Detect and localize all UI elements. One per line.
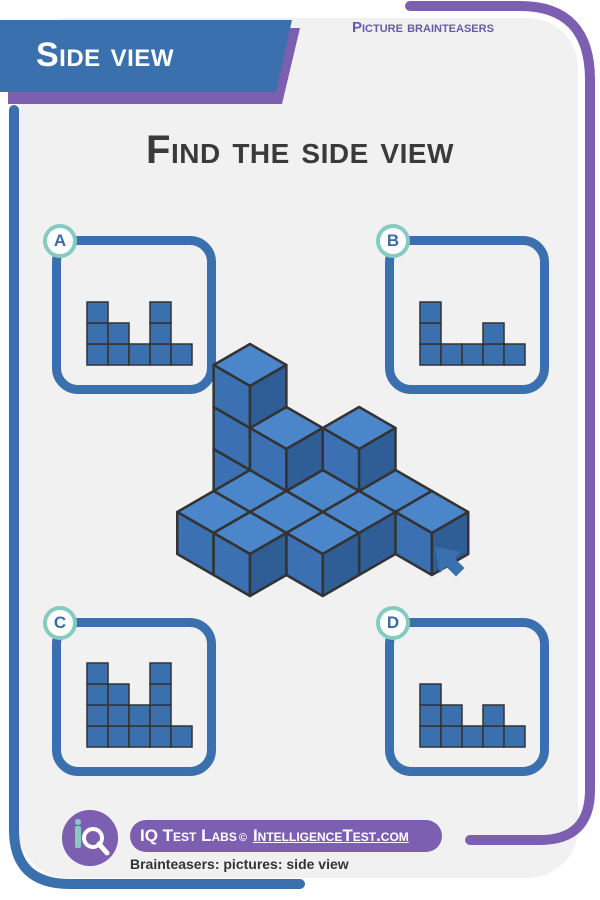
option-b-card[interactable] [385, 236, 549, 394]
grid-cell [107, 683, 130, 706]
cube-face [248, 363, 288, 430]
category-label: Picture brainteasers [352, 19, 494, 36]
iq-magnifier-icon [62, 810, 118, 866]
grid-cell [482, 704, 505, 727]
cube-face [248, 531, 288, 598]
grid-cell [86, 301, 109, 324]
grid-cell [86, 662, 109, 685]
grid-cell [170, 343, 193, 366]
option-b-grid [419, 301, 526, 366]
option-d-badge: D [376, 606, 410, 640]
grid-cell [440, 704, 463, 727]
option-a-badge: A [43, 224, 77, 258]
page-title: Find the side view [146, 128, 454, 172]
cube-face [357, 426, 397, 493]
grid-cell [149, 662, 172, 685]
grid-cell [419, 301, 442, 324]
grid-cell [419, 683, 442, 706]
grid-cell [107, 322, 130, 345]
option-d-grid [419, 683, 526, 748]
cube-face [321, 531, 361, 598]
grid-cell [503, 343, 526, 366]
option-c-grid [86, 662, 193, 748]
grid-cell [170, 725, 193, 748]
brand-name: IQ Test Labs [140, 826, 237, 845]
option-d-card[interactable] [385, 618, 549, 776]
option-c-badge: C [43, 606, 77, 640]
copyright-mark: © [238, 832, 247, 844]
page-header-title: Side view [36, 36, 174, 74]
footer-brand-pill[interactable]: IQ Test Labs© IntelligenceTest.com [130, 820, 442, 852]
site-link[interactable]: IntelligenceTest.com [252, 826, 409, 845]
option-c-card[interactable] [52, 618, 216, 776]
grid-cell [149, 301, 172, 324]
grid-cell [482, 322, 505, 345]
footer-subtitle: Brainteasers: pictures: side view [130, 856, 349, 872]
option-a-grid [86, 301, 193, 366]
option-b-badge: B [376, 224, 410, 258]
option-a-card[interactable] [52, 236, 216, 394]
grid-cell [503, 725, 526, 748]
